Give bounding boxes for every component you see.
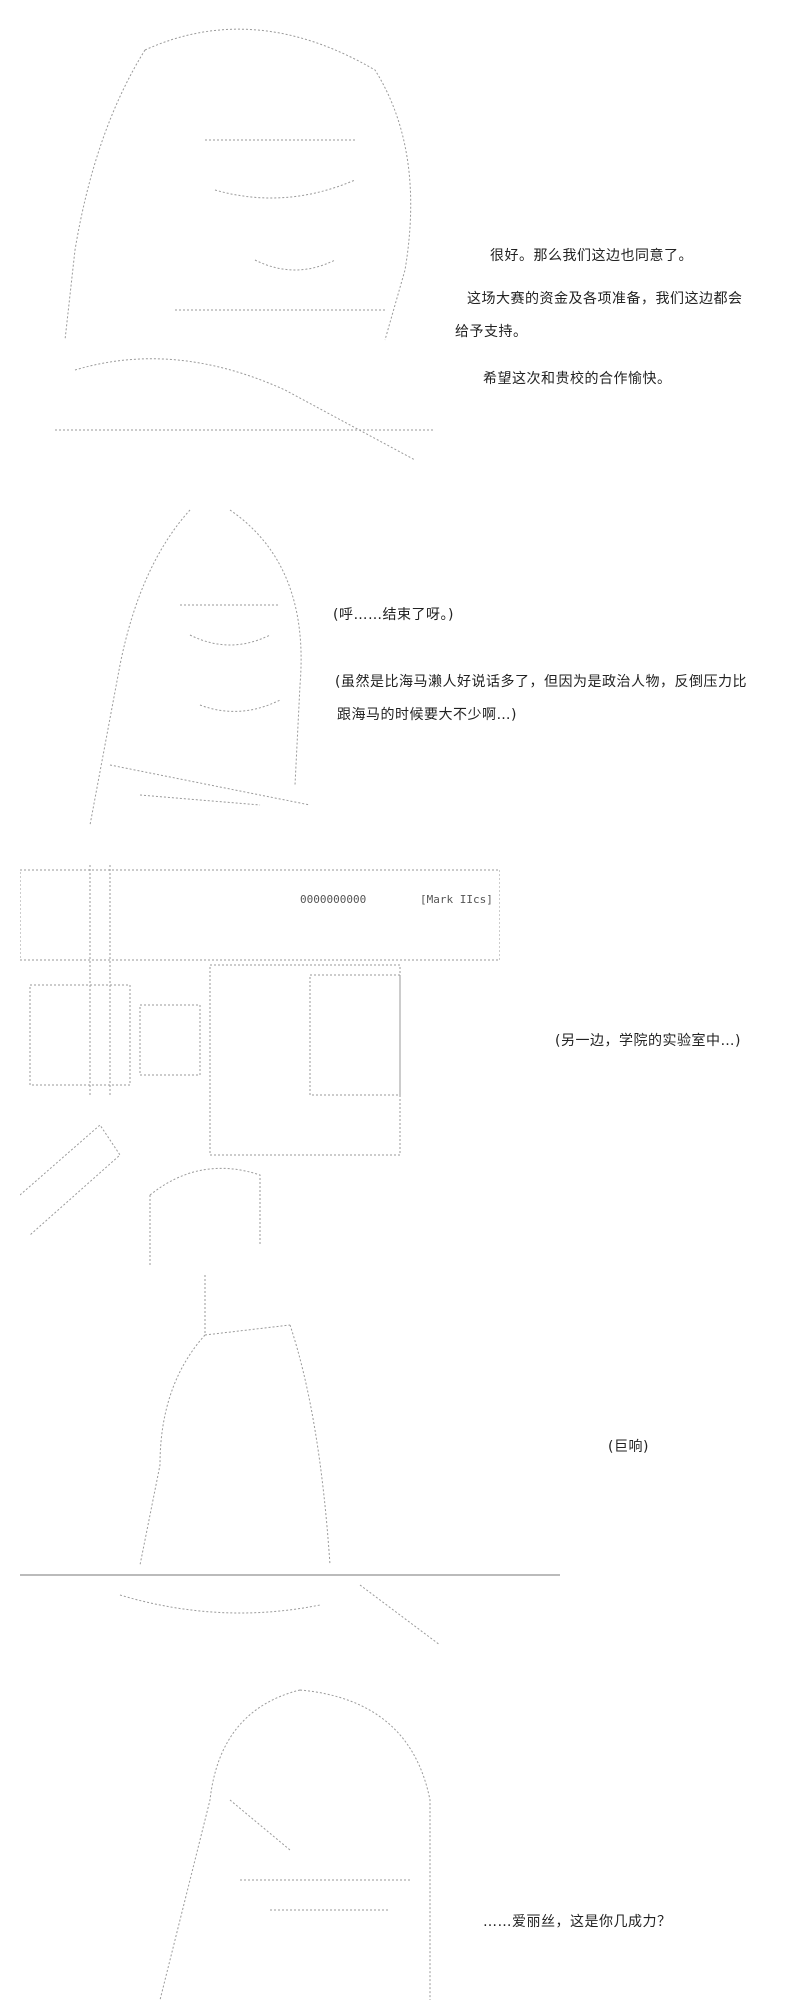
- dialogue-line: 很好。那么我们这边也同意了。: [490, 248, 693, 264]
- art-label: [Mark IIcs]: [420, 893, 493, 906]
- thought-line: 跟海马的时候要大不少啊…): [337, 707, 517, 723]
- narration-line: (另一边，学院的实验室中…): [555, 1033, 741, 1049]
- dialogue-line: 这场大赛的资金及各项准备，我们这边都会: [467, 291, 743, 307]
- art-label: 0000000000: [300, 893, 367, 906]
- ascii-art-figure: [150, 1680, 445, 2001]
- dialogue-line: 给予支持。: [455, 324, 528, 340]
- dialogue-line: ……爱丽丝，这是你几成力？: [483, 1914, 672, 1930]
- thought-line: (呼……结束了呀。): [333, 607, 454, 623]
- thought-line: (虽然是比海马濑人好说话多了，但因为是政治人物，反倒压力比: [335, 674, 747, 690]
- ascii-art-laboratory: [19, 865, 501, 1265]
- sound-effect-text: (巨响): [608, 1439, 649, 1455]
- ascii-art-girl-portrait: [80, 505, 325, 830]
- dialogue-line: 希望这次和贵校的合作愉快。: [483, 371, 672, 387]
- ascii-art-explosion: [20, 1265, 560, 1650]
- ascii-art-woman-portrait: [55, 10, 435, 465]
